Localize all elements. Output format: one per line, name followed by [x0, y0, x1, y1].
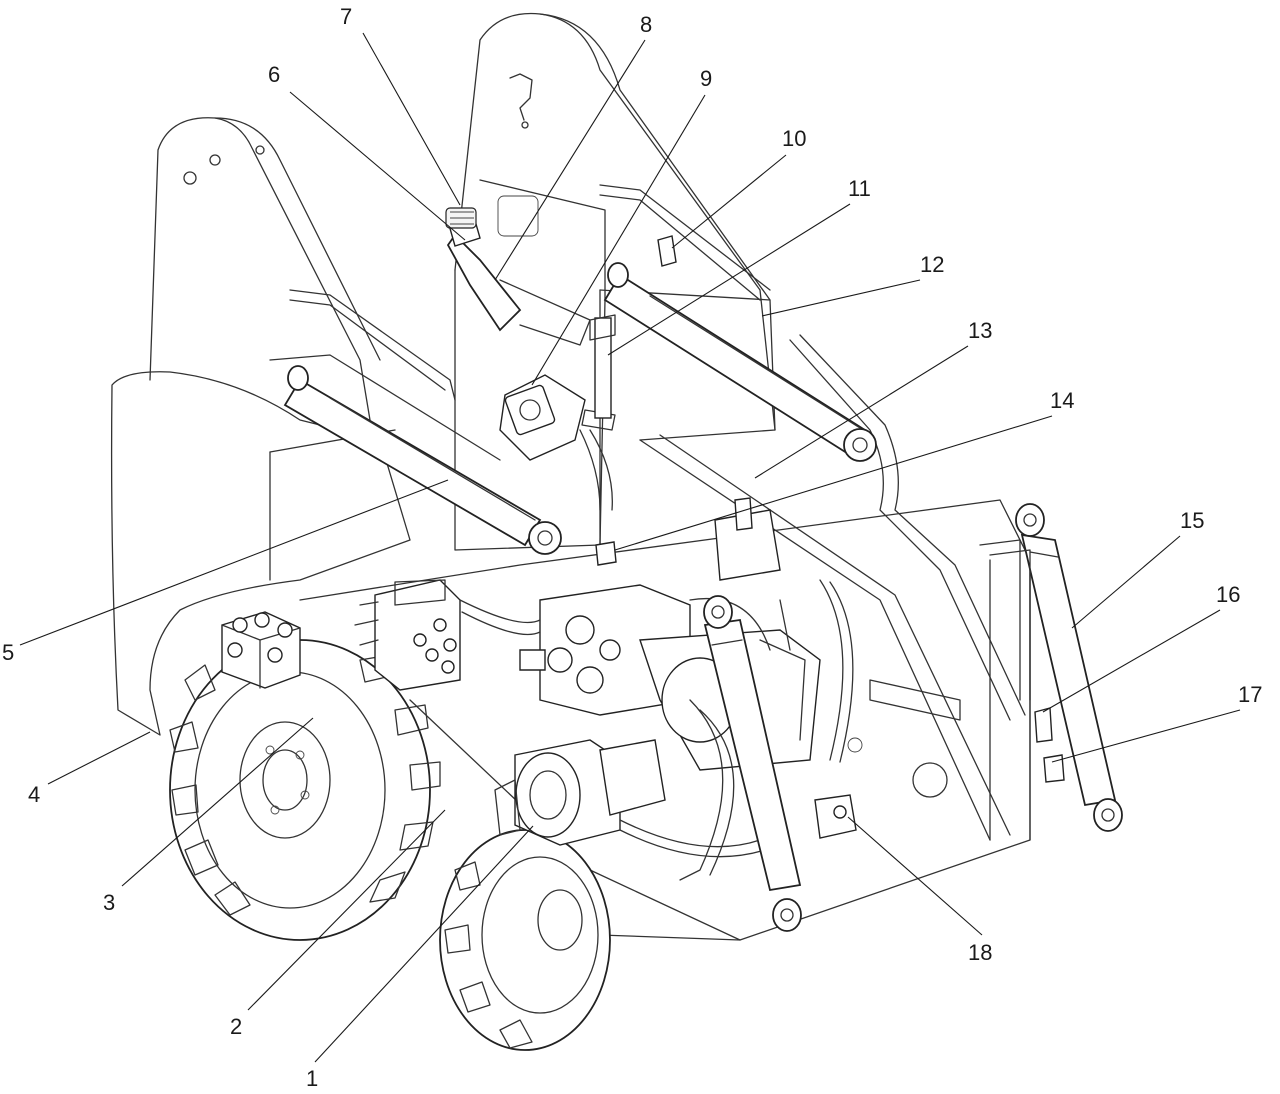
callout-leader-4	[47, 731, 151, 785]
callout-number-14: 14	[1050, 388, 1074, 413]
callout-leader-15	[1071, 535, 1181, 629]
callout-leader-16	[1042, 609, 1221, 713]
callout-leader-2	[247, 809, 446, 1011]
callout-number-8: 8	[640, 12, 652, 37]
callout-number-6: 6	[268, 62, 280, 87]
callout-number-7: 7	[340, 4, 352, 29]
left-rear-wheel	[439, 829, 611, 1051]
callout-leader-12	[761, 279, 921, 317]
callout-leader-5	[19, 479, 449, 646]
hydraulic-fittings	[595, 235, 1065, 839]
callout-leader-10	[671, 154, 787, 249]
tilt-cylinder-right	[1015, 503, 1123, 832]
callout-number-5: 5	[2, 640, 14, 665]
callout-leader-13	[754, 345, 969, 479]
callout-number-15: 15	[1180, 508, 1204, 533]
callout-number-12: 12	[920, 252, 944, 277]
left-lift-cylinder	[269, 289, 562, 555]
callout-leader-7	[362, 32, 461, 206]
callout-number-3: 3	[103, 890, 115, 915]
callout-leader-6	[289, 91, 466, 241]
callout-leader-17	[1051, 709, 1241, 763]
callout-number-17: 17	[1238, 682, 1262, 707]
callout-number-16: 16	[1216, 582, 1240, 607]
callout-number-18: 18	[968, 940, 992, 965]
tilt-cylinder-front	[703, 595, 802, 932]
hydrostatic-pump	[519, 584, 821, 771]
oil-filler-neck	[445, 207, 591, 346]
callout-leader-3	[121, 717, 314, 887]
right-lift-cylinder	[599, 184, 877, 462]
callout-leader-11	[607, 203, 851, 356]
callout-leader-14	[614, 415, 1053, 551]
callout-leader-9	[531, 94, 706, 386]
callout-number-10: 10	[782, 126, 806, 151]
control-valve	[499, 314, 616, 511]
callout-number-9: 9	[700, 66, 712, 91]
callout-number-13: 13	[968, 318, 992, 343]
callout-number-1: 1	[306, 1066, 318, 1091]
callout-leader-1	[314, 825, 534, 1063]
hydraulic-hoses	[459, 539, 1031, 881]
callout-leader-8	[494, 39, 646, 281]
callout-leader-18	[847, 816, 983, 936]
callout-number-11: 11	[848, 176, 871, 201]
callout-number-4: 4	[28, 782, 40, 807]
drive-motor	[494, 739, 766, 858]
left-valve-block	[221, 611, 301, 689]
main-control-valve-bank	[354, 579, 461, 691]
callout-number-2: 2	[230, 1014, 242, 1039]
